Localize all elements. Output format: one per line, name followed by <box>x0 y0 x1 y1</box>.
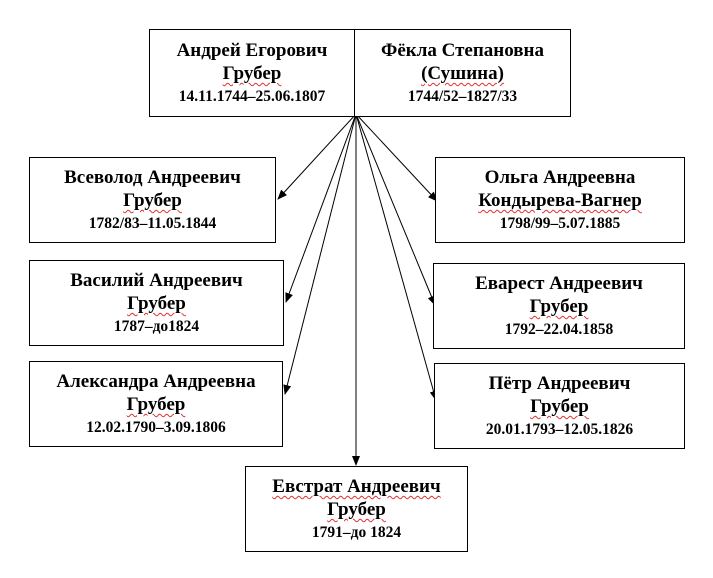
child-surname: Грубер <box>127 293 186 314</box>
child-surname: Грубер <box>126 394 186 415</box>
mother-dates: 1744/52–1827/33 <box>407 88 518 105</box>
arrow-to-olga <box>355 113 438 202</box>
child-dates: 1787–до1824 <box>113 318 200 335</box>
child-dates: 1792–22.04.1858 <box>504 321 614 338</box>
child-box-vasily: Василий Андреевич Грубер 1787–до1824 <box>29 260 284 346</box>
mother-box: Фёкла Степановна (Сушина) 1744/52–1827/3… <box>354 29 571 117</box>
arrow-to-vsevolod <box>277 113 357 200</box>
father-surname: Грубер <box>222 63 282 84</box>
arrow-to-alexandra <box>283 113 357 395</box>
child-name: Ольга Андреевна <box>484 167 636 188</box>
arrow-to-evarest <box>355 113 436 306</box>
child-surname: Грубер <box>327 499 386 520</box>
mother-name: Фёкла Степановна <box>381 40 544 61</box>
father-dates: 14.11.1744–25.06.1807 <box>178 88 326 105</box>
child-name: Пётр Андреевич <box>488 373 631 394</box>
child-dates: 1782/83–11.05.1844 <box>88 215 217 232</box>
child-box-vsevolod: Всеволод Андреевич Грубер 1782/83–11.05.… <box>29 157 276 243</box>
arrow-to-petr <box>355 113 438 401</box>
child-box-petr: Пётр Андреевич Грубер 20.01.1793–12.05.1… <box>434 363 685 449</box>
father-box: Андрей Егорович Грубер 14.11.1744–25.06.… <box>149 29 355 117</box>
father-name: Андрей Егорович <box>176 40 328 61</box>
arrow-to-vasily <box>285 113 357 303</box>
child-box-evarest: Еварест Андреевич Грубер 1792–22.04.1858 <box>433 263 685 349</box>
child-name: Всеволод Андреевич <box>64 167 241 188</box>
child-name: Александра Андреевна <box>56 371 256 392</box>
child-box-evstrat: Евстрат Андреевич Грубер 1791–до 1824 <box>245 466 468 552</box>
child-box-alexandra: Александра Андреевна Грубер 12.02.1790–3… <box>29 361 283 447</box>
child-name: Василий Андреевич <box>70 270 243 291</box>
child-box-olga: Ольга Андреевна Кондырева-Вагнер 1798/99… <box>435 157 685 243</box>
child-dates: 12.02.1790–3.09.1806 <box>86 419 226 436</box>
child-dates: 1798/99–5.07.1885 <box>499 215 621 232</box>
child-surname: Грубер <box>530 396 589 417</box>
child-name: Евстрат Андреевич <box>272 476 441 497</box>
child-surname: Грубер <box>529 296 589 317</box>
child-surname: Грубер <box>123 190 182 211</box>
mother-maiden-name: (Сушина) <box>421 63 504 84</box>
child-dates: 20.01.1793–12.05.1826 <box>485 421 634 438</box>
child-surname: Кондырева-Вагнер <box>478 190 642 211</box>
child-name: Еварест Андреевич <box>475 273 643 294</box>
child-dates: 1791–до 1824 <box>311 524 402 541</box>
